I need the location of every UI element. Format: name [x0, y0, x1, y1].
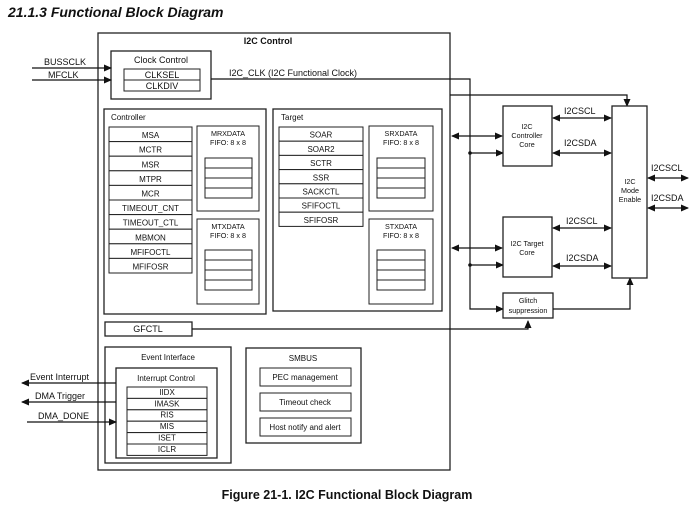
register-clkdiv: CLKDIV [146, 81, 179, 91]
target-core-block: I2C Target Core [502, 216, 553, 278]
target-label: Target [281, 113, 304, 122]
smbus-pec-management: PEC management [272, 373, 338, 382]
interrupt-register-iset: ISET [158, 434, 176, 443]
smbus-host-notify: Host notify and alert [269, 423, 341, 432]
smbus-block: SMBUS PEC management Timeout check Host … [245, 347, 362, 444]
mode-enable-block: I2C Mode Enable [611, 105, 648, 279]
controller-register-msa: MSA [142, 131, 160, 140]
stxdata-label: STXDATA [385, 222, 417, 231]
interrupt-register-iclr: ICLR [158, 445, 176, 454]
figure-caption: Figure 21-1. I2C Functional Block Diagra… [221, 488, 473, 502]
event-interface-label: Event Interface [141, 353, 195, 362]
gfctl-label: GFCTL [133, 324, 163, 334]
target-register-sackctl: SACKCTL [303, 188, 340, 197]
target-register-sfifoctl: SFIFOCTL [302, 202, 341, 211]
glitch-to-mode-enable-wire [553, 277, 634, 310]
stxdata-size: FIFO: 8 x 8 [383, 231, 419, 240]
i2c-control-label: I2C Control [244, 36, 293, 46]
target-register-sfifosr: SFIFOSR [304, 216, 339, 225]
controller-register-mfifosr: MFIFOSR [133, 263, 169, 272]
gfctl-block: GFCTL [104, 321, 193, 337]
gfctl-to-glitch-wire [450, 320, 532, 330]
controller-register-timeout_ctl: TIMEOUT_CTL [123, 219, 179, 228]
controller-register-cell [108, 257, 193, 274]
controller-register-mcr: MCR [141, 190, 159, 199]
controller-register-mbmon: MBMON [135, 233, 166, 242]
external-sda-label: I2CSDA [651, 193, 684, 203]
dma-done-label: DMA_DONE [38, 411, 89, 421]
controller-core-line1: I2C [521, 122, 532, 131]
control-to-mode-enable-wire [450, 94, 631, 107]
glitch-suppression-block: Glitch suppression [502, 292, 554, 319]
mtxdata-size: FIFO: 8 x 8 [210, 231, 246, 240]
srxdata-fifo-cells [376, 157, 426, 199]
dma-trigger-label: DMA Trigger [35, 391, 85, 401]
controller-scl-label: I2CSCL [564, 106, 596, 116]
mtxdata-fifo-cells [204, 249, 253, 291]
mrxdata-label: MRXDATA [211, 129, 245, 138]
controller-core-line3: Core [519, 140, 535, 149]
srxdata-size: FIFO: 8 x 8 [383, 138, 419, 147]
controller-register-mtpr: MTPR [139, 175, 162, 184]
i2c-clk-label: I2C_CLK (I2C Functional Clock) [229, 68, 357, 78]
target-register-soar: SOAR [310, 131, 333, 140]
target-scl-label: I2CSCL [566, 216, 598, 226]
mfclk-label: MFCLK [48, 70, 79, 80]
interrupt-register-mis: MIS [160, 422, 174, 431]
mtxdata-label: MTXDATA [211, 222, 244, 231]
controller-sda-label: I2CSDA [564, 138, 597, 148]
glitch-line2: suppression [509, 306, 548, 315]
controller-label: Controller [111, 113, 146, 122]
mrxdata-size: FIFO: 8 x 8 [210, 138, 246, 147]
mode-enable-line3: Enable [619, 195, 641, 204]
controller-register-mfifoctl: MFIFOCTL [131, 248, 172, 257]
external-scl-label: I2CSCL [651, 163, 683, 173]
register-clksel: CLKSEL [145, 70, 180, 80]
clock-control-label: Clock Control [134, 55, 188, 65]
controller-block: Controller MSA MCTR MSR MTPR MCR TIMEOUT_CNT T… [103, 108, 267, 315]
smbus-timeout-check: Timeout check [279, 398, 332, 407]
stxdata-fifo-cells [376, 249, 426, 291]
clock-control-block: Clock Control CLKSEL CLKDIV [110, 50, 212, 100]
smbus-label: SMBUS [289, 354, 317, 363]
controller-register-timeout_cnt: TIMEOUT_CNT [122, 204, 179, 213]
controller-register-msr: MSR [142, 160, 160, 169]
target-register-soar2: SOAR2 [307, 145, 335, 154]
interrupt-control-label: Interrupt Control [137, 374, 195, 383]
controller-core-line2: Controller [511, 131, 543, 140]
target-sda-label: I2CSDA [566, 253, 599, 263]
event-interrupt-label: Event Interrupt [30, 372, 90, 382]
mrxdata-fifo-cells [204, 157, 253, 199]
controller-core-block: I2C Controller Core [502, 105, 553, 167]
interrupt-register-imask: IMASK [155, 399, 181, 408]
target-core-line2: Core [519, 248, 535, 257]
glitch-line1: Glitch [519, 296, 537, 305]
event-interface-block: Event Interface Interrupt Control IIDX IM… [104, 346, 232, 464]
target-register-sctr: SCTR [310, 159, 332, 168]
interrupt-register-iidx: IIDX [159, 388, 175, 397]
srxdata-label: SRXDATA [385, 129, 418, 138]
target-register-ssr: SSR [313, 173, 330, 182]
bussclk-label: BUSSCLK [44, 57, 86, 67]
interrupt-register-cell [126, 443, 208, 456]
mode-enable-line2: Mode [621, 186, 639, 195]
interrupt-register-ris: RIS [160, 411, 173, 420]
target-register-cell [278, 211, 364, 227]
mode-enable-line1: I2C [624, 177, 635, 186]
section-title: 21.1.3 Functional Block Diagram [8, 4, 224, 20]
target-core-line1: I2C Target [510, 239, 543, 248]
i2c-clk-wire [211, 78, 504, 313]
controller-register-mctr: MCTR [139, 146, 162, 155]
